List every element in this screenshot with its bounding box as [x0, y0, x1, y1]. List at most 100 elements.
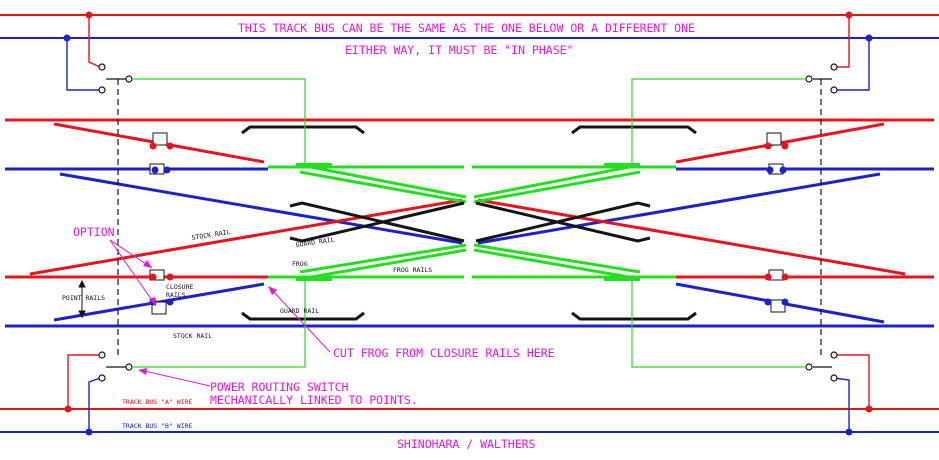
junction-dot	[85, 428, 93, 436]
joiner-dot	[149, 273, 157, 281]
frog-diag-lr-1	[473, 243, 641, 274]
guard-rail-bottom-right	[571, 311, 697, 321]
note-top-line2: EITHER WAY, IT MUST BE "IN PHASE"	[345, 43, 573, 57]
junction-dot	[865, 34, 873, 42]
frog-rails	[268, 163, 676, 281]
guard-rail-centre-right-lower	[475, 201, 651, 243]
label-point-rails: POINT RAILS	[62, 294, 105, 302]
switch-top-left	[98, 63, 133, 355]
label-frog: FROG	[292, 260, 308, 268]
arrowhead-down	[78, 310, 86, 319]
joiner-dot	[166, 142, 174, 150]
switch-contact	[830, 63, 838, 71]
joiner-dot	[781, 142, 789, 150]
point-box-upper-right	[766, 132, 782, 146]
frog-feed-bottom-right	[631, 277, 806, 368]
switch-contact	[98, 351, 106, 359]
label-bus-a-wire: TRACK BUS "A" WIRE	[122, 398, 193, 406]
frog-feed-top-right	[631, 78, 806, 167]
diagonal-red-right	[477, 198, 906, 276]
note-switch-line1: POWER ROUTING SWITCH	[210, 380, 349, 394]
switch-contact	[805, 75, 813, 83]
point-box-upper-left	[152, 132, 168, 146]
frog-diag-ll-2	[299, 248, 467, 281]
arrowhead	[143, 260, 152, 268]
frog-feed-bottom-left	[132, 277, 306, 368]
joiner-dot	[166, 298, 174, 306]
diagonal-blue-left	[59, 172, 463, 245]
frog-feed-top-left	[132, 78, 306, 167]
feeder-bottom-left-b	[88, 377, 101, 432]
annotation-arrows	[109, 239, 331, 387]
feeder-top-right-a	[834, 15, 850, 68]
guard-rail-centre-left-lower	[289, 201, 465, 243]
joiner-dot	[764, 298, 772, 306]
feeder-bottom-left-a	[67, 354, 100, 409]
power-routing-switches	[98, 63, 838, 382]
junction-dot	[63, 34, 71, 42]
rail-joiner-dots	[149, 142, 789, 306]
label-bus-b-wire: TRACK BUS "B" WIRE	[122, 422, 193, 430]
switch-contact	[98, 63, 106, 71]
diagonal-blue-right	[477, 172, 881, 245]
joiner-dot	[764, 142, 772, 150]
joiner-dot	[163, 166, 171, 174]
joiner-dot	[166, 273, 174, 281]
frog-feed-wires	[132, 78, 806, 368]
switch-bottom-left	[98, 351, 133, 382]
main-rails	[5, 118, 934, 328]
label-guard-rail-lower: GUARD RAIL	[280, 307, 319, 315]
feeder-top-right-b	[834, 38, 870, 91]
frog-diag-ul-1	[299, 163, 467, 199]
annotation-text: THIS TRACK BUS CAN BE THE SAME AS THE ON…	[73, 21, 695, 451]
point-rails-indicator	[78, 279, 86, 319]
frog-diag-ll-1	[299, 243, 467, 274]
feeder-top-left-b	[66, 38, 100, 91]
frog-insulator-lr	[604, 276, 640, 281]
switch-contact	[830, 86, 838, 94]
diagonal-rails	[29, 122, 906, 324]
frog-diag-ul-2	[299, 170, 467, 204]
frog-insulator-ll	[296, 276, 332, 281]
switch-arrow	[139, 369, 211, 387]
guard-rail-top-left	[241, 125, 365, 135]
joiner-dot	[779, 166, 787, 174]
switch-contact	[830, 351, 838, 359]
joiner-dot	[781, 298, 789, 306]
frog-diag-ur-2	[473, 170, 641, 204]
junction-dot	[845, 11, 853, 19]
frog-insulator-ur	[604, 163, 640, 168]
junction-dot	[865, 405, 873, 413]
joiner-dot	[781, 273, 789, 281]
joiner-dot	[764, 273, 772, 281]
joiner-dot	[149, 142, 157, 150]
note-cut-frog: CUT FROG FROM CLOSURE RAILS HERE	[333, 346, 555, 360]
cut-frog-arrow	[269, 287, 331, 353]
note-top-line1: THIS TRACK BUS CAN BE THE SAME AS THE ON…	[238, 21, 695, 35]
note-option: OPTION	[73, 225, 115, 239]
arrowhead	[138, 368, 147, 375]
feeder-drops	[66, 15, 870, 432]
switch-contact	[98, 374, 106, 382]
switch-contact	[125, 75, 133, 83]
option-arrow-2	[109, 239, 157, 307]
label-frog-rails: FROG RAILS	[393, 266, 432, 274]
credit: SHINOHARA / WALTHERS	[397, 437, 536, 451]
frog-insulator-ul	[296, 163, 332, 168]
joiner-dot	[151, 166, 159, 174]
feeder-bottom-right-a	[834, 354, 870, 409]
junction-dot	[64, 405, 72, 413]
junction-dot	[85, 11, 93, 19]
guard-rail-centre-left-upper	[289, 201, 465, 243]
junction-dot	[845, 428, 853, 436]
point-box-lower-mid-left	[149, 269, 165, 281]
switch-top-right	[805, 63, 838, 355]
guard-rail-centre-right-upper	[475, 201, 651, 243]
label-closure-rails-1: CLOSURE	[166, 283, 193, 291]
annotation-arrowheads	[138, 260, 277, 375]
frog-diag-lr-2	[473, 248, 641, 281]
joiner-dot	[766, 166, 774, 174]
guard-rail-top-right	[571, 125, 697, 135]
track-bus-wires	[0, 14, 939, 433]
